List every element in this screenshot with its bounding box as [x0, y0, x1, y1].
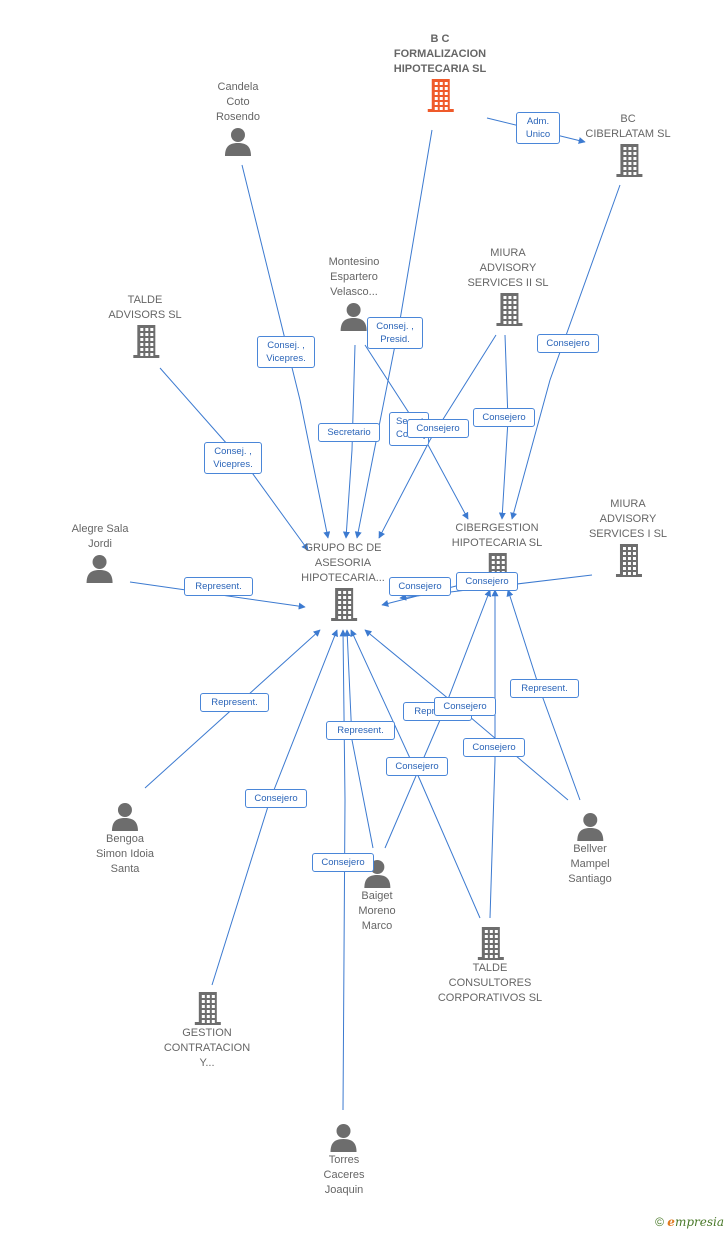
edge-line: [489, 589, 499, 919]
node-miura-ii[interactable]: MIURA ADVISORY SERVICES II SL: [467, 246, 549, 327]
building-icon: [615, 144, 642, 177]
edge-label-adm-unico: Adm. Unico: [516, 112, 560, 144]
node-bc-formalizacion[interactable]: B C FORMALIZACION HIPOTECARIA SL: [393, 32, 487, 113]
node-label: TALDE ADVISORS SL: [108, 294, 182, 321]
building-icon: [132, 325, 159, 358]
node-label: GESTION CONTRATACION Y...: [163, 1027, 251, 1069]
building-icon: [495, 293, 522, 326]
node-label: Montesino Espartero Velasco...: [328, 256, 380, 298]
node-label: MIURA ADVISORY SERVICES I SL: [588, 498, 668, 540]
edge-label-represent-bengoa: Represent.: [200, 693, 269, 712]
node-gestion-contratacion[interactable]: GESTION CONTRATACION Y...: [164, 990, 250, 1071]
node-bengoa[interactable]: Bengoa Simon Idoia Santa: [96, 800, 154, 877]
node-label: Bengoa Simon Idoia Santa: [95, 833, 155, 875]
edge-label-consejero-torres: Consejero: [312, 853, 374, 872]
person-icon: [112, 803, 138, 831]
edge-label-consej-vicepres-candela: Consej. , Vicepres.: [257, 336, 315, 368]
building-icon: [331, 588, 357, 621]
person-icon: [87, 555, 113, 583]
edge-label-consejero-ciber-grupo: Consejero: [389, 577, 451, 596]
edge-label-represent-bellver: Represent.: [510, 679, 579, 698]
edge-line: [343, 629, 374, 849]
edge-label-consejero-miura-i: Consejero: [456, 572, 518, 591]
edge-label-consejero-talde-cons: Consejero: [463, 738, 525, 757]
edge-line: [342, 344, 356, 539]
edge-label-consejero-baiget: Consejero: [386, 757, 448, 776]
node-label: MIURA ADVISORY SERVICES II SL: [467, 247, 549, 289]
node-label: Torres Caceres Joaquin: [323, 1154, 365, 1196]
person-icon: [331, 1124, 357, 1152]
node-label: TALDE CONSULTORES CORPORATIVOS SL: [437, 962, 543, 1004]
node-torres[interactable]: Torres Caceres Joaquin: [323, 1121, 365, 1198]
copyright-icon: ©: [655, 1215, 664, 1229]
edge-label-represent-alegre: Represent.: [184, 577, 253, 596]
node-label: B C FORMALIZACION HIPOTECARIA SL: [393, 33, 487, 75]
building-icon: [616, 544, 642, 577]
edge-label-consejero-montesino: Consejero: [407, 419, 469, 438]
edge-label-secretario: Secretario: [318, 423, 380, 442]
node-baiget[interactable]: Baiget Moreno Marco: [358, 857, 396, 934]
node-label: Bellver Mampel Santiago: [568, 843, 612, 885]
person-icon: [224, 128, 251, 156]
node-label: Alegre Sala Jordi: [71, 523, 129, 550]
edge-label-represent-baiget: Represent.: [326, 721, 395, 740]
node-candela[interactable]: Candela Coto Rosendo: [216, 80, 260, 157]
node-bellver[interactable]: Bellver Mampel Santiago: [568, 810, 612, 887]
person-icon: [340, 303, 367, 331]
node-miura-i[interactable]: MIURA ADVISORY SERVICES I SL: [589, 497, 667, 578]
edge-line: [350, 629, 481, 919]
node-talde-consultores[interactable]: TALDE CONSULTORES CORPORATIVOS SL: [438, 925, 542, 1006]
node-label: Candela Coto Rosendo: [215, 81, 261, 123]
node-grupo-bc[interactable]: GRUPO BC DE ASESORIA HIPOTECARIA...: [301, 541, 385, 622]
node-montesino[interactable]: Montesino Espartero Velasco...: [328, 255, 380, 332]
node-label: CIBERGESTION HIPOTECARIA SL: [451, 522, 543, 549]
edge-line: [339, 629, 347, 1111]
edge-line: [498, 334, 509, 520]
node-talde-advisors[interactable]: TALDE ADVISORS SL: [108, 293, 182, 359]
building-icon: [195, 992, 221, 1025]
edge-line: [241, 164, 331, 539]
edge-line: [510, 184, 621, 520]
edge-label-consejero-bellver-ciber: Consejero: [434, 697, 496, 716]
node-alegre[interactable]: Alegre Sala Jordi: [71, 522, 129, 584]
node-label: GRUPO BC DE ASESORIA HIPOTECARIA...: [301, 542, 385, 584]
edge-label-consej-vicepres-talde: Consej. , Vicepres.: [204, 442, 262, 474]
footer-brand: © empresia: [655, 1215, 724, 1229]
brand-logo: empresia: [667, 1215, 724, 1229]
building-icon: [428, 79, 454, 112]
person-icon: [577, 813, 603, 841]
edge-label-consejero-ciberlatam: Consejero: [537, 334, 599, 353]
edge-label-consej-presid: Consej. , Presid.: [367, 317, 423, 349]
node-label: BC CIBERLATAM SL: [585, 113, 671, 140]
edge-label-consejero-miura-ii: Consejero: [473, 408, 535, 427]
edge-label-consejero-gestion: Consejero: [245, 789, 307, 808]
edge-line: [378, 334, 497, 539]
building-icon: [477, 927, 504, 960]
node-bc-ciberlatam[interactable]: BC CIBERLATAM SL: [585, 112, 671, 178]
node-label: Baiget Moreno Marco: [358, 890, 396, 932]
